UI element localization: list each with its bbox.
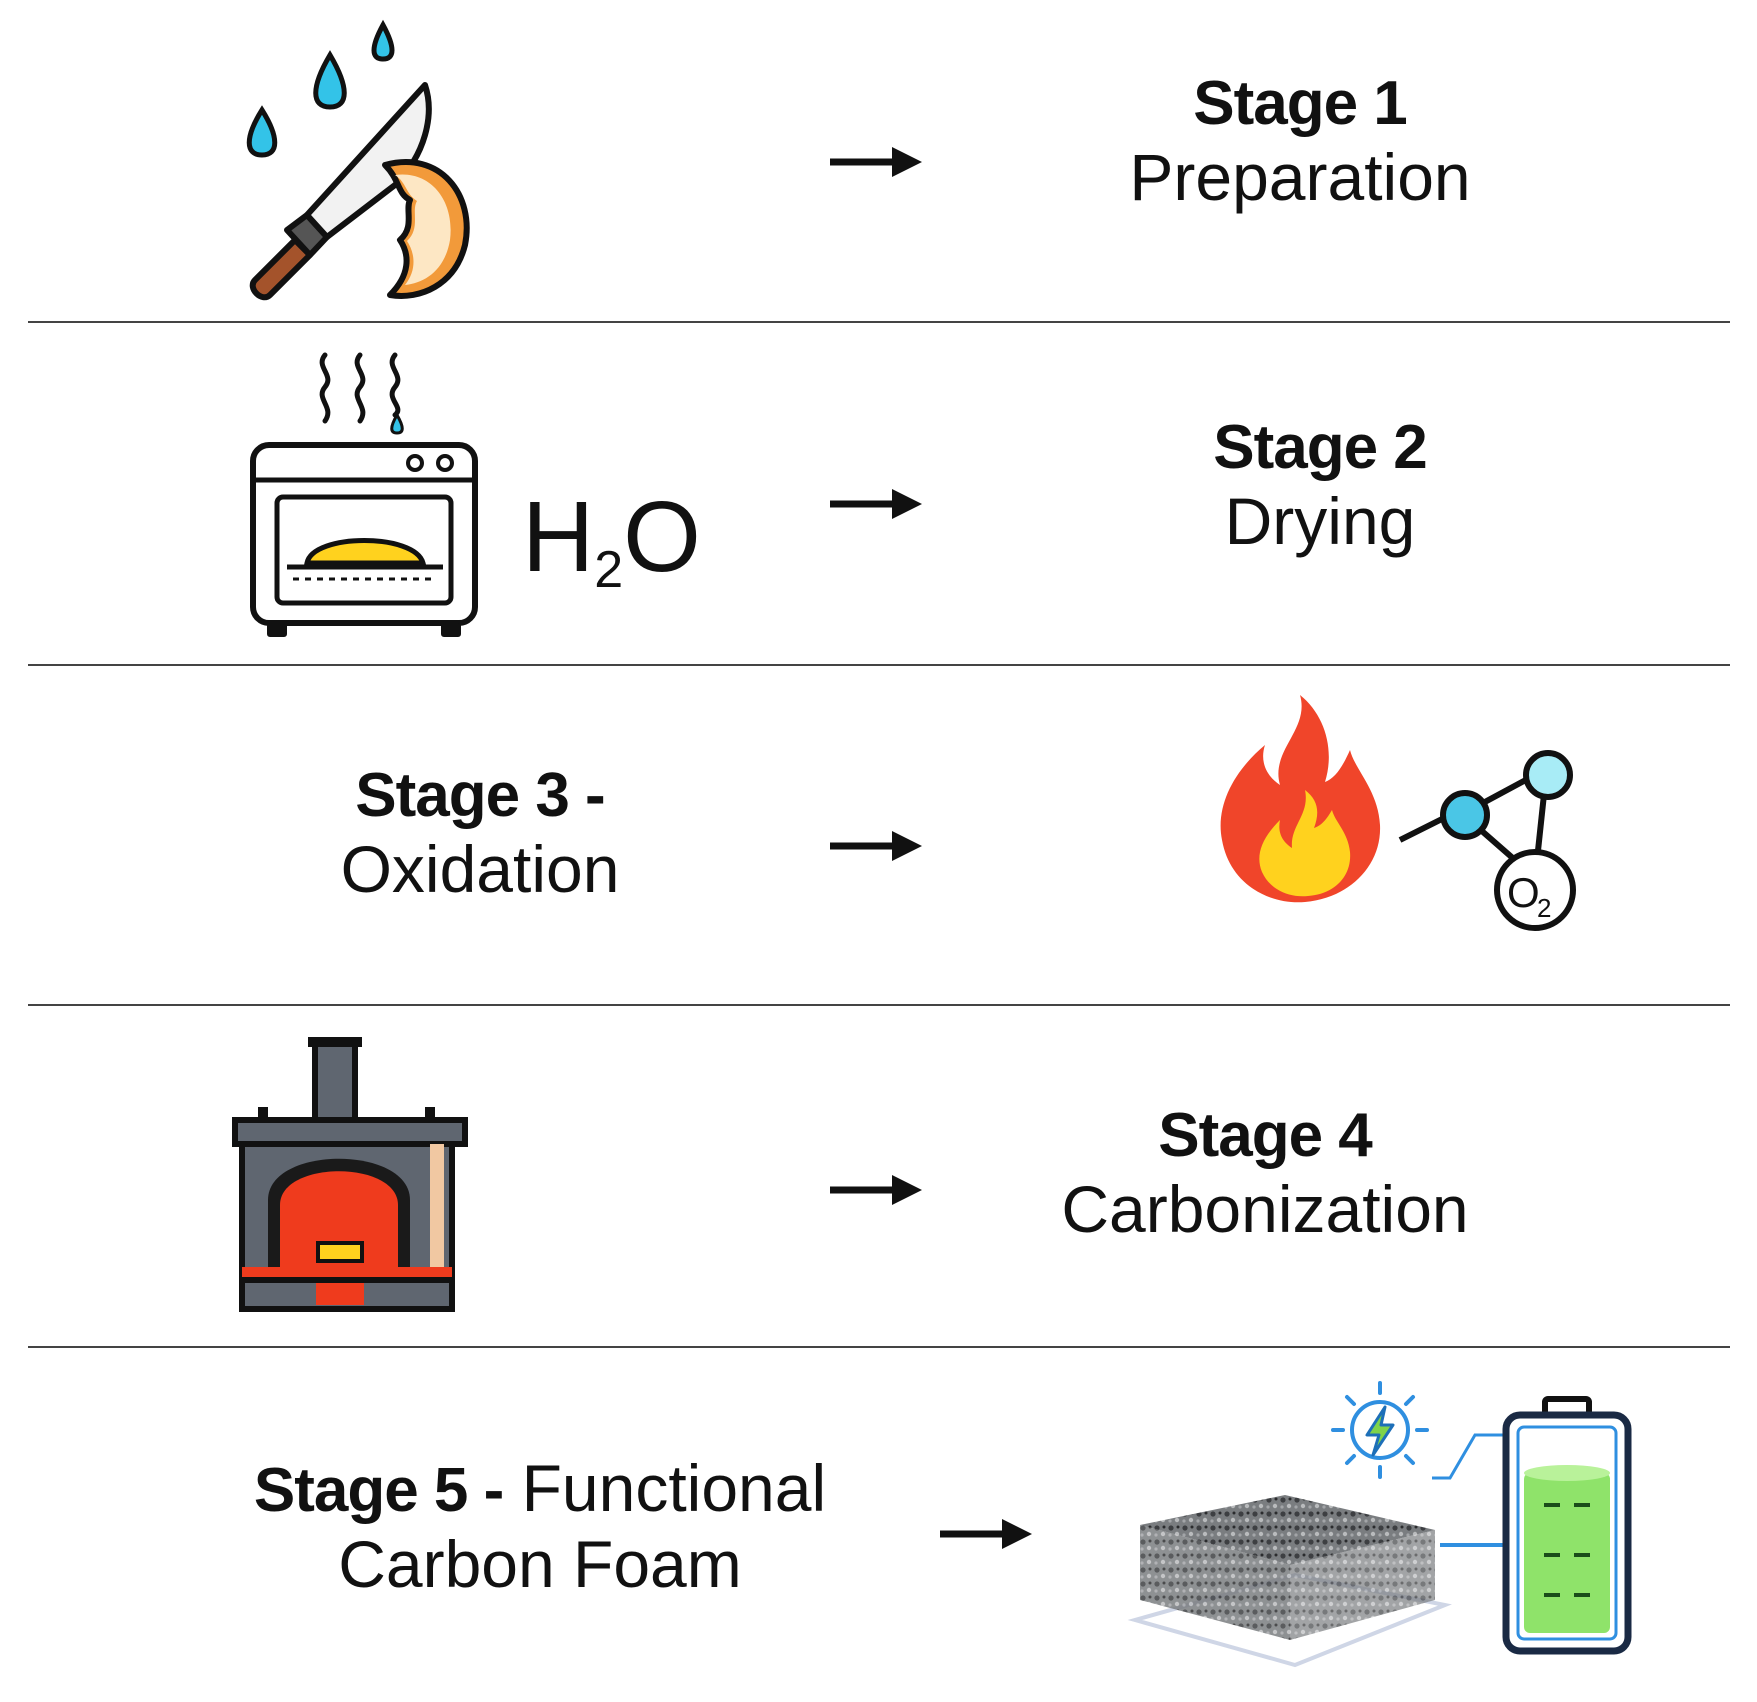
stage-3-label: Stage 3 - Oxidation [280, 760, 680, 907]
stage-2-subtitle: Drying [1224, 484, 1416, 558]
o2-subscript: 2 [1537, 893, 1551, 923]
atom-icon [1440, 790, 1490, 840]
stage-3-subtitle: Oxidation [340, 832, 620, 906]
arrow-icon [940, 1519, 1032, 1549]
energy-bolt-icon [1331, 1381, 1429, 1479]
furnace-icon [232, 1037, 468, 1312]
stage-4-name: Stage 4 [1158, 1101, 1373, 1170]
oxygen-atom-icon [1494, 849, 1576, 931]
arrow-icon [830, 1175, 922, 1205]
stage-1-subtitle: Preparation [1129, 140, 1471, 214]
flame-icon [1220, 695, 1381, 903]
stage-5-title: Stage 5 - Functional [200, 1450, 880, 1526]
stage-5-label: Stage 5 - Functional Carbon Foam [200, 1450, 880, 1602]
stage-5-title-suffix: Functional [503, 1451, 827, 1525]
stage-5-subtitle: Carbon Foam [338, 1527, 742, 1601]
battery-icon [1502, 1396, 1632, 1655]
stage-5-name: Stage 5 - [253, 1456, 504, 1525]
stage-1-label: Stage 1 Preparation [1080, 68, 1520, 215]
arrow-icon [830, 831, 922, 861]
divider-2 [28, 664, 1730, 666]
atom-icon [1523, 750, 1573, 800]
o2-label: O [1507, 869, 1540, 916]
molecule-icon: O 2 [1398, 750, 1576, 931]
divider-3 [28, 1004, 1730, 1006]
formula-h: H [522, 481, 595, 593]
knife-fruit-icon [246, 19, 470, 301]
stage-3-name: Stage 3 - [355, 761, 605, 830]
stage-4-subtitle: Carbonization [1061, 1172, 1469, 1246]
oven-icon [250, 352, 478, 637]
arrow-icon [830, 147, 922, 177]
stage-4-label: Stage 4 Carbonization [1035, 1100, 1495, 1247]
divider-1 [28, 321, 1730, 323]
divider-4 [28, 1346, 1730, 1348]
formula-o: O [623, 481, 701, 593]
water-formula: H2O [522, 480, 701, 600]
stage-2-label: Stage 2 Drying [1100, 412, 1540, 559]
formula-subscript: 2 [594, 541, 624, 599]
arrow-icon [830, 489, 922, 519]
stage-1-name: Stage 1 [1193, 69, 1408, 138]
carbon-foam-icon [1127, 1495, 1452, 1668]
stage-2-name: Stage 2 [1213, 413, 1428, 482]
water-drop-icon [246, 19, 395, 158]
